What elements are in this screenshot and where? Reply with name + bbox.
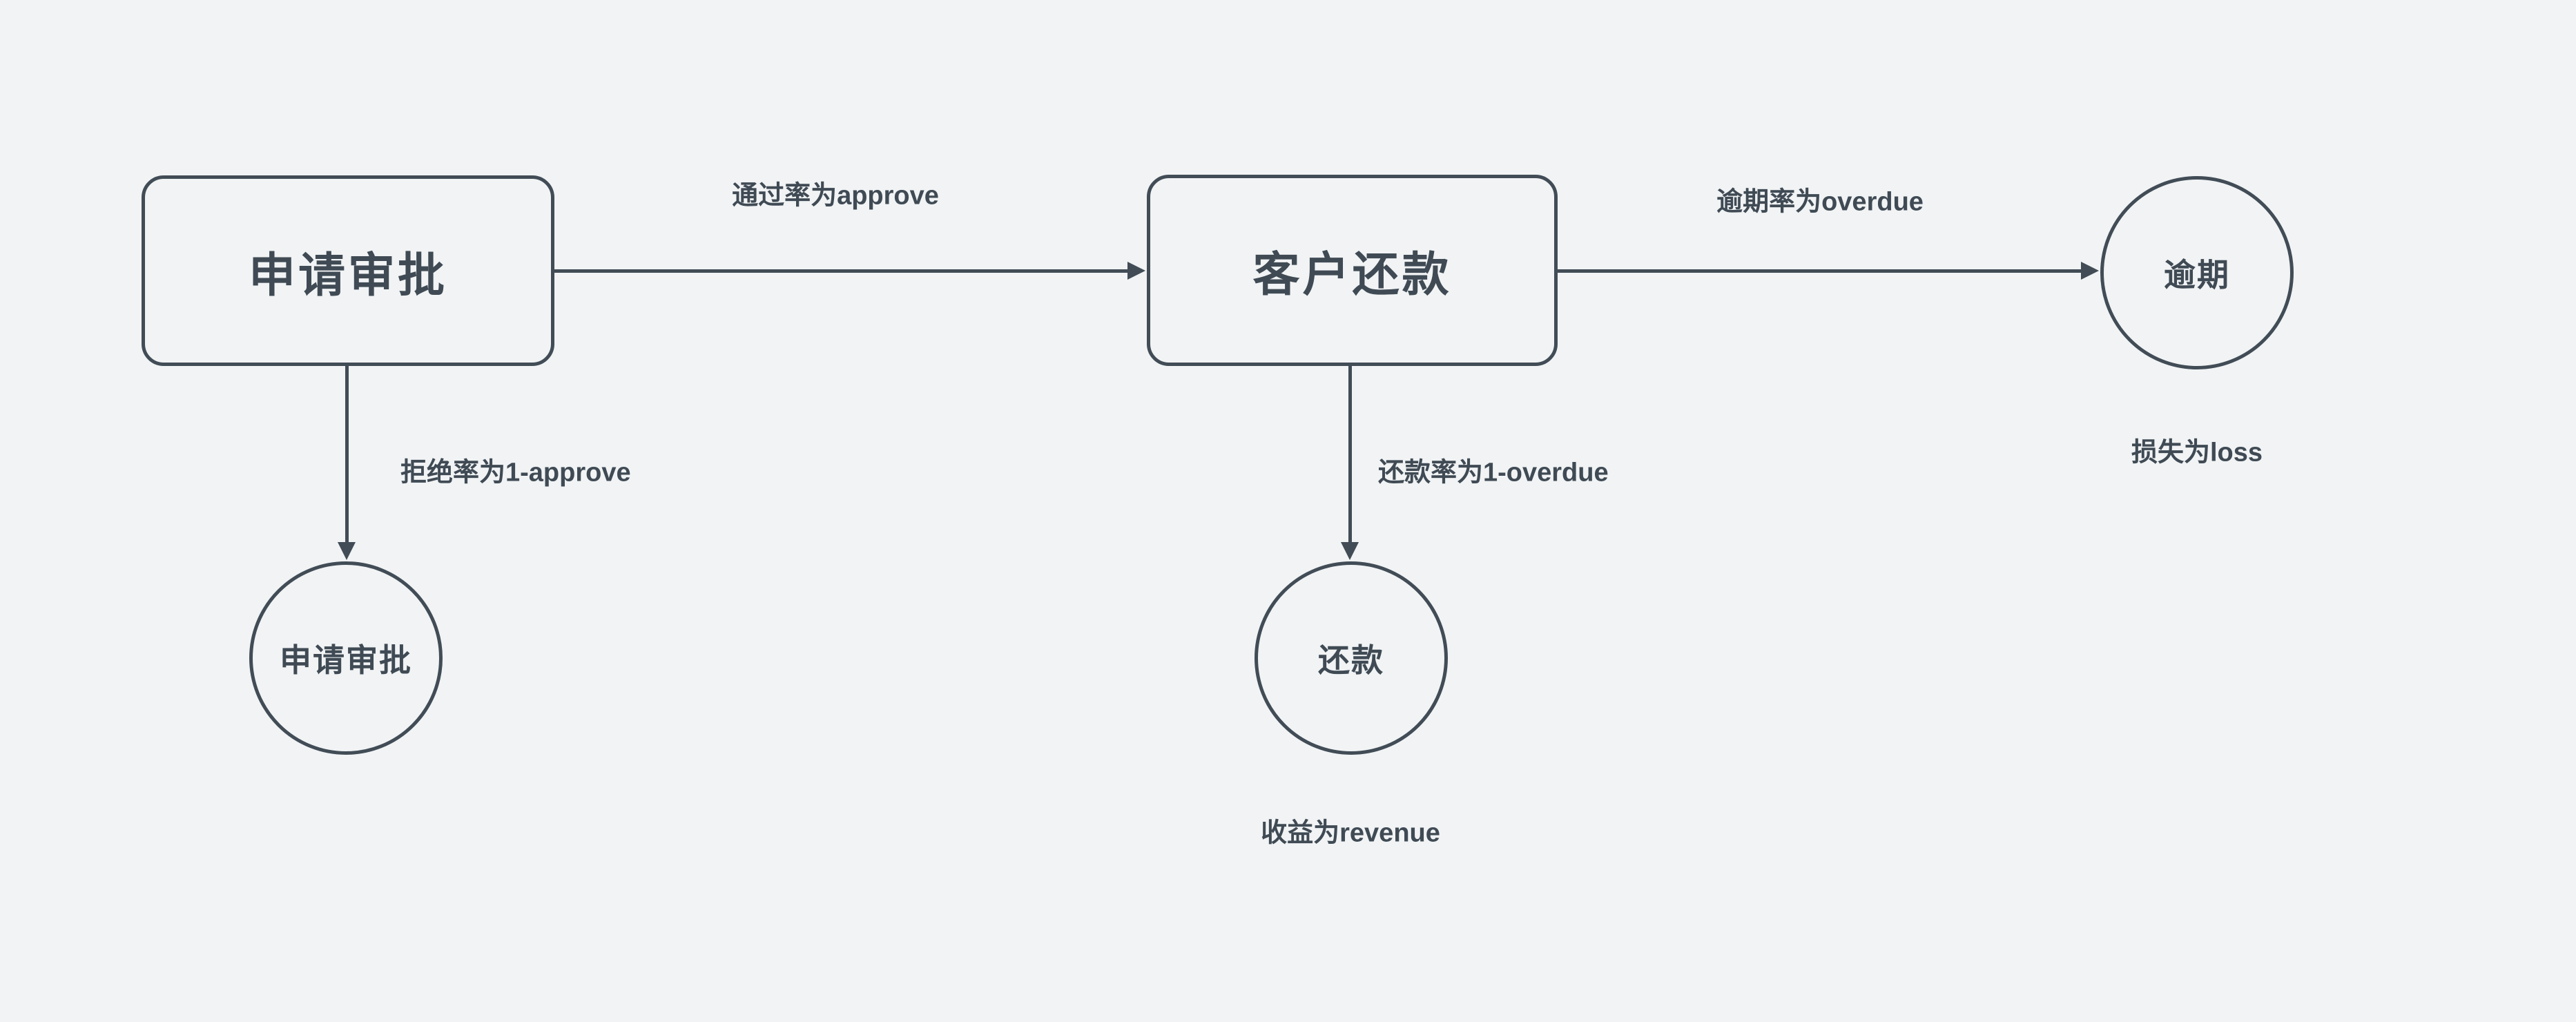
edge-repay-line [1348,366,1352,543]
arrowhead-down-icon [338,542,356,560]
node-repayment-circle: 还款 [1255,561,1448,755]
edge-reject-label: 拒绝率为1-approve [400,458,631,488]
arrowhead-right-icon [1127,262,1145,280]
arrowhead-down-icon [1341,542,1359,560]
arrowhead-right-icon [2081,262,2099,280]
edge-approve-label: 通过率为approve [732,181,939,211]
node-application-approval-box: 申请审批 [142,175,554,366]
node-label: 逾期 [2164,257,2230,293]
node-label: 申请审批 [248,249,447,302]
edge-approve-line [554,269,1129,273]
edge-repay-label: 还款率为1-overdue [1378,458,1609,488]
node-application-approval-circle: 申请审批 [249,561,443,755]
node-label: 申请审批 [280,642,412,678]
node-label: 还款 [1318,642,1384,678]
edge-overdue-line [1558,269,2082,273]
annotation-revenue: 收益为revenue [1261,818,1440,848]
node-label: 客户还款 [1252,249,1452,301]
node-customer-repayment-box: 客户还款 [1147,175,1558,366]
edge-reject-line [345,366,349,543]
edge-overdue-label: 逾期率为overdue [1716,187,1924,217]
node-overdue-circle: 逾期 [2100,176,2294,369]
annotation-loss: 损失为loss [2131,438,2263,467]
